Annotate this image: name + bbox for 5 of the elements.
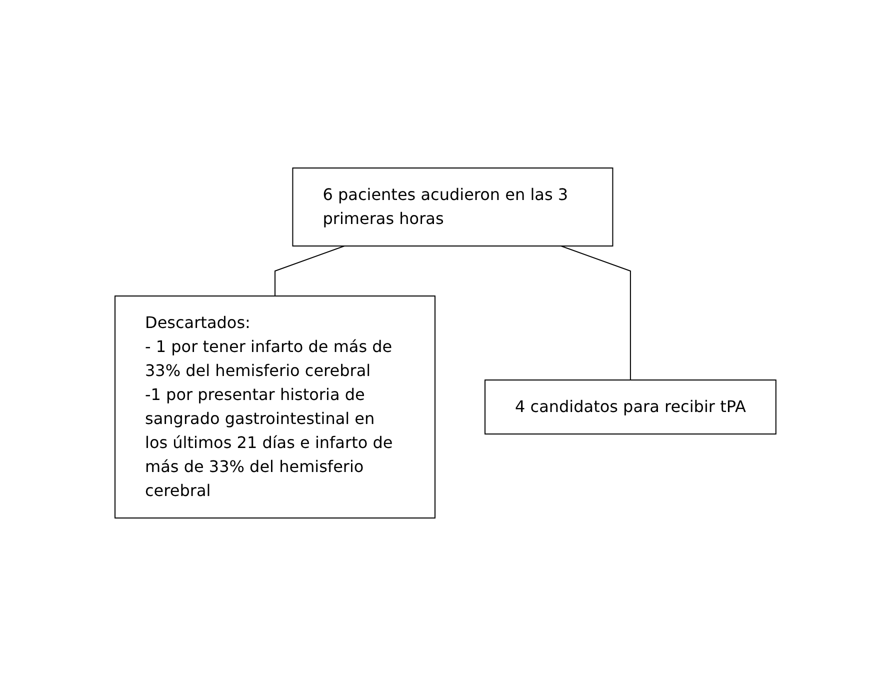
node-box: 6 pacientes acudieron en las 3 primeras horas [292, 167, 613, 246]
node-box: 4 candidatos para recibir tPA [484, 379, 776, 434]
connector [274, 245, 344, 296]
node-box: Descartados: - 1 por tener infarto de más de 33% del hemisferio cerebral -1 por presentar historia de sangrado gastrointestinal en los últimos 21 días e infarto de más de 33% del hemisferio cerebral [114, 295, 436, 518]
connector [560, 245, 630, 380]
